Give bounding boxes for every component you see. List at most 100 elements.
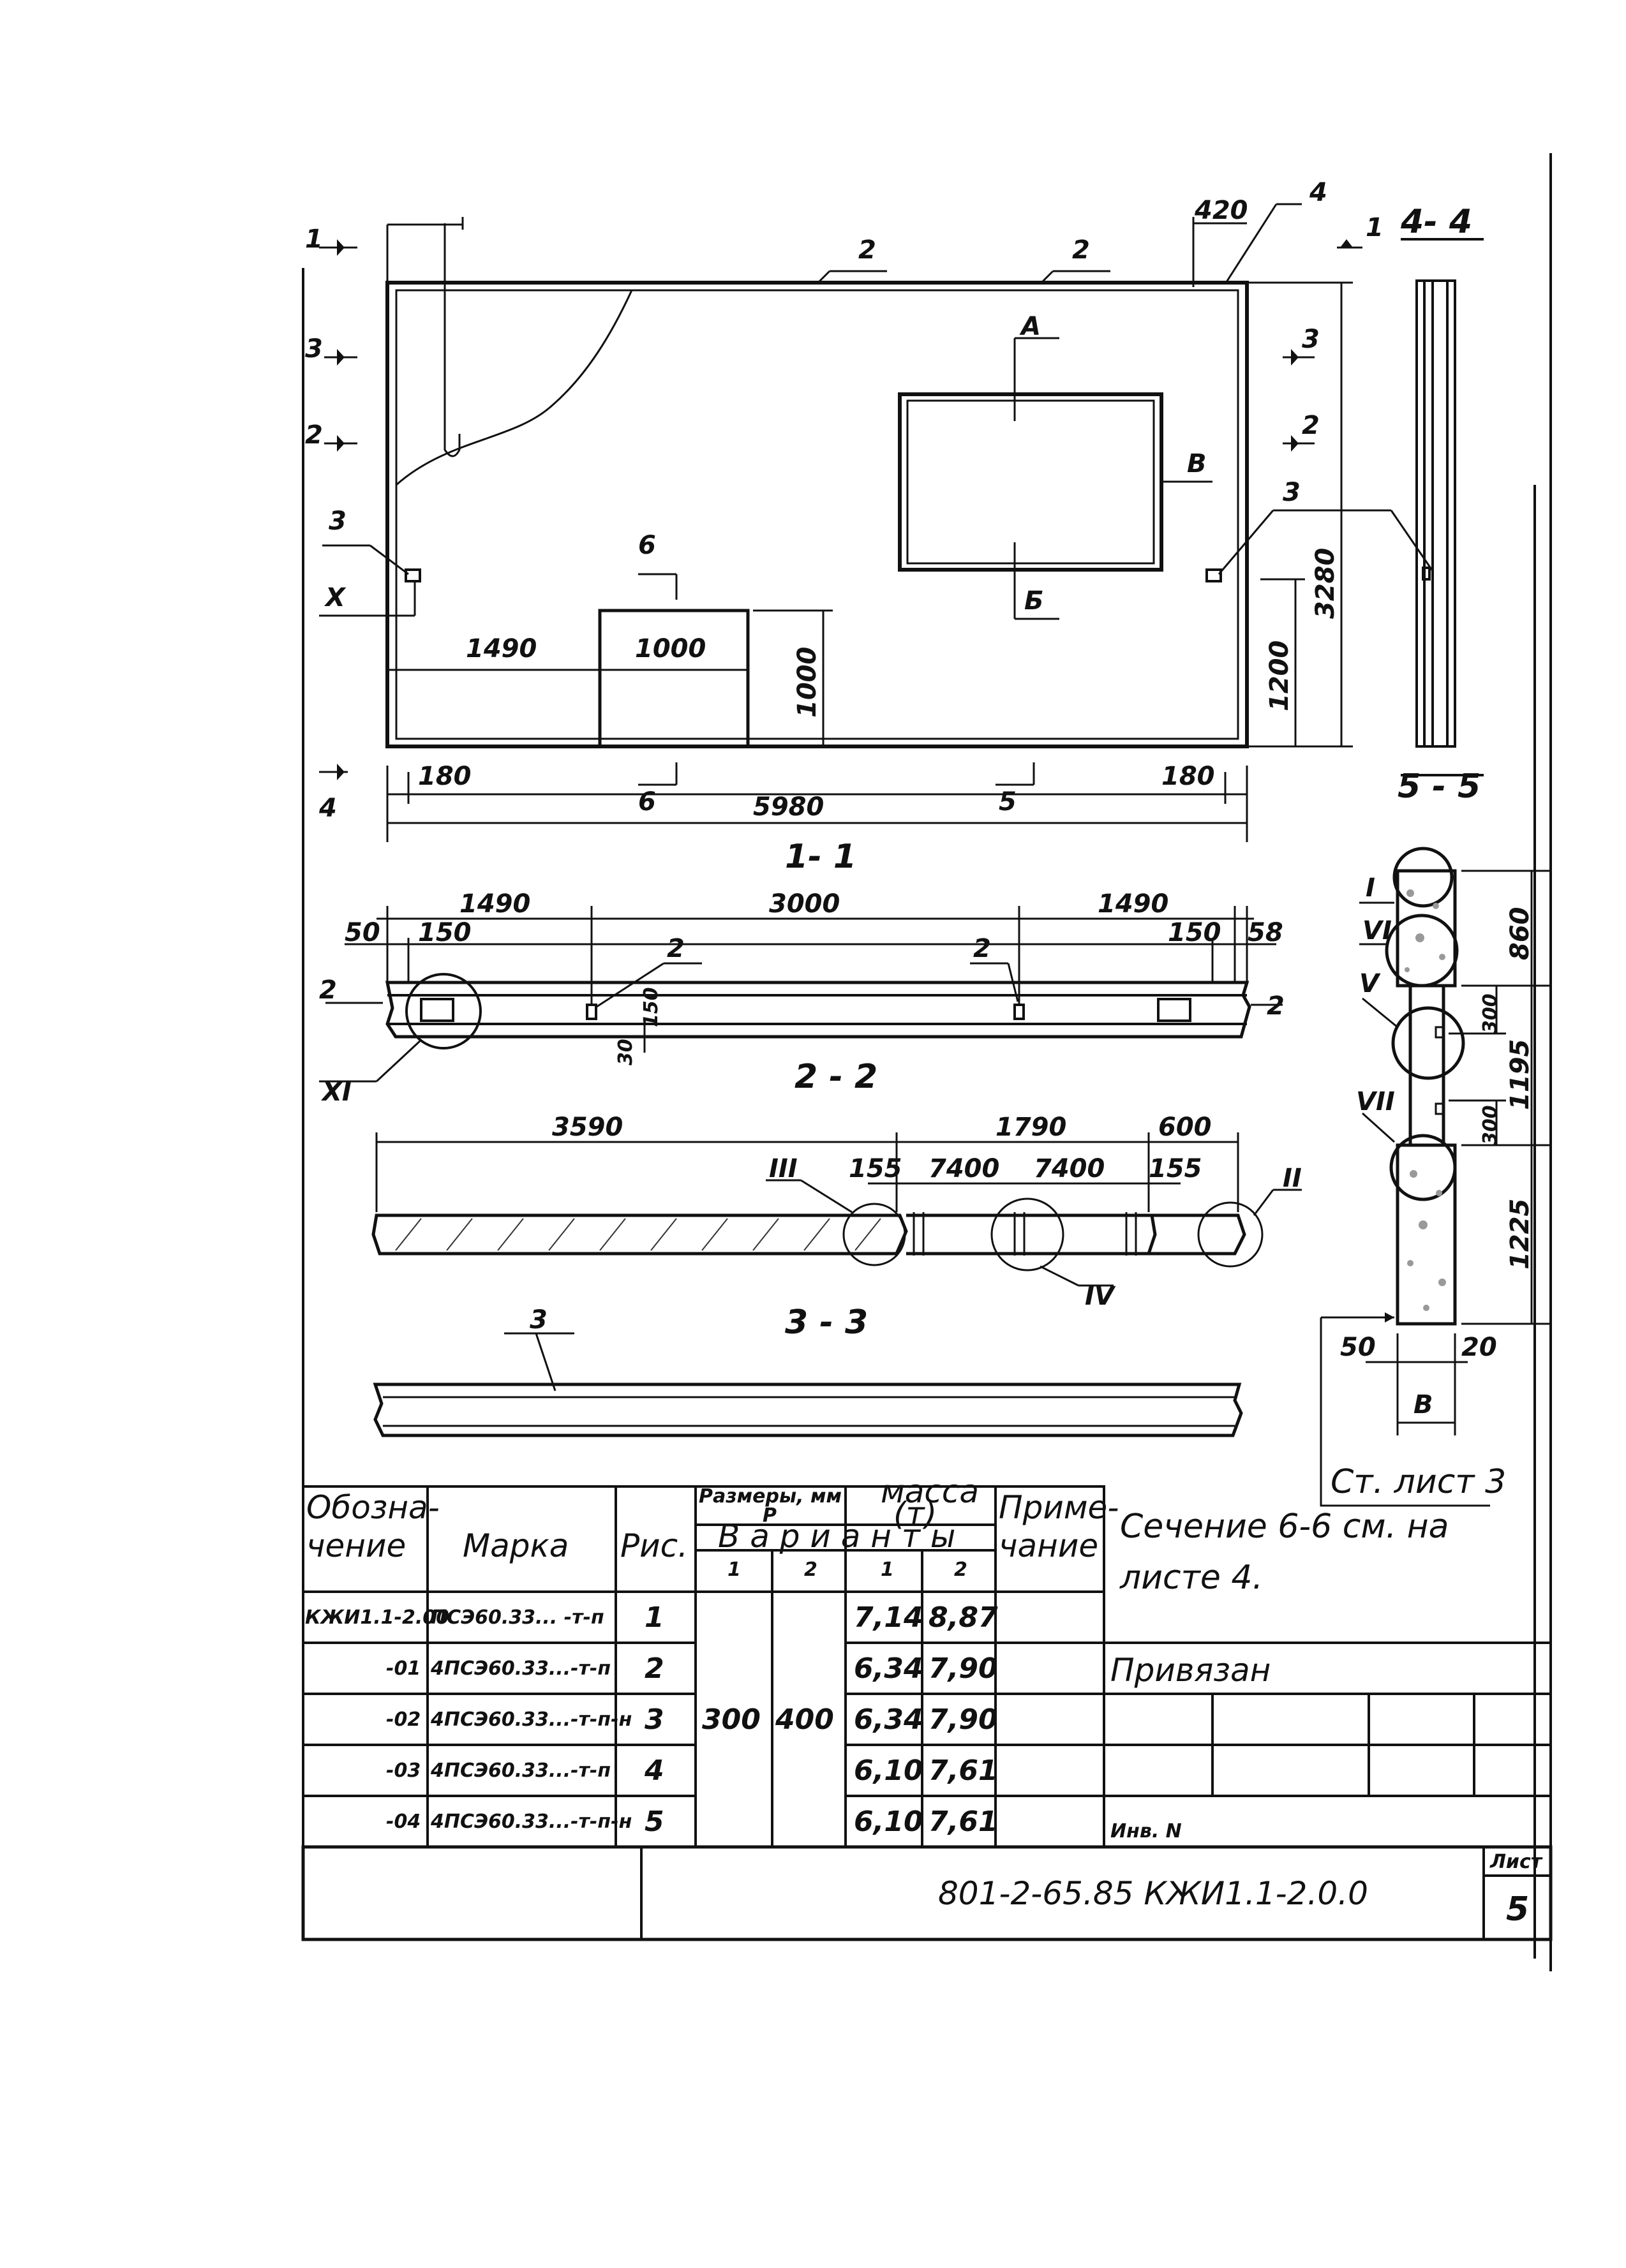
- col-dim-p-header: P: [763, 1504, 777, 1527]
- variant-1-mass: 1: [881, 1559, 894, 1581]
- sheet-frame: [302, 153, 1552, 1971]
- cut-3-marker: 3: [305, 334, 323, 364]
- inventory-number-label: Инв. N: [1110, 1820, 1182, 1842]
- point-b-label: Б: [1024, 586, 1044, 616]
- node-xi-label: XI: [320, 1078, 352, 1107]
- col-mark-header: Марка: [463, 1527, 569, 1564]
- spec-table: Обозна-чение Марка Рис. Размеры, мм P ма…: [302, 1473, 1119, 1848]
- node-ii-label: II: [1283, 1164, 1302, 1193]
- node-x-label: X: [324, 583, 347, 612]
- p-variant-1: 300: [702, 1703, 761, 1736]
- point-a-label: А: [1019, 312, 1041, 341]
- row-4-mass-1: 6,10: [854, 1754, 923, 1787]
- document-code: 801-2-65.85 КЖИ1.1-2.0.0: [938, 1875, 1368, 1912]
- dim-860: 860: [1505, 907, 1535, 961]
- dim-1195: 1195: [1505, 1039, 1535, 1110]
- cut-1-marker: 1: [305, 225, 323, 254]
- dim-1490: 1490: [466, 634, 537, 663]
- variant-2-mass: 2: [954, 1559, 967, 1581]
- view-5-5-title: 5 - 5: [1398, 767, 1481, 806]
- view-2-2-title: 2 - 2: [794, 1058, 877, 1096]
- cut-2-marker: 2: [305, 420, 323, 450]
- row-2-mass-2: 7,90: [929, 1652, 998, 1685]
- col-variants-header: В а р и а н т ы: [718, 1518, 955, 1555]
- part-2-label: 2: [1267, 991, 1285, 1021]
- part-2-label: 2: [858, 235, 876, 265]
- dim-1000-width: 1000: [635, 634, 706, 663]
- row-5-fig: 5: [645, 1805, 664, 1838]
- row-5-mark: 4ПСЭ60.33...-т-п-н: [430, 1811, 632, 1833]
- dim-150-left: 150: [418, 918, 472, 947]
- view-5-5: 5 - 5: [1320, 767, 1551, 1507]
- concrete-hatching: [395, 1218, 881, 1251]
- dim-7400-right: 7400: [1034, 1154, 1105, 1183]
- col-fig-header: Рис.: [620, 1527, 688, 1564]
- row-1-fig: 1: [645, 1601, 664, 1634]
- cut-6-marker: 6: [638, 787, 656, 817]
- row-2-fig: 2: [645, 1652, 664, 1685]
- row-1-mass-1: 7,14: [854, 1601, 923, 1634]
- view-3-3-title: 3 - 3: [785, 1303, 868, 1342]
- dim-3000: 3000: [769, 889, 840, 919]
- dim-1490-right: 1490: [1098, 889, 1168, 919]
- part-4-label: 4: [1309, 178, 1327, 207]
- dim-3590: 3590: [552, 1113, 623, 1142]
- title-block: Привязан Инв. N 801-2-65.85 КЖИ1.1-2.0.0…: [301, 1642, 1553, 1941]
- dim-5980: 5980: [753, 792, 824, 822]
- row-3-mark: 4ПСЭ60.33...-т-п-н: [430, 1708, 632, 1731]
- row-2-designation: -01: [386, 1657, 421, 1680]
- row-1-designation: КЖИ1.1-2.00: [305, 1606, 449, 1629]
- col-mass-unit: (т): [893, 1495, 937, 1532]
- row-5-mass-2: 7,61: [929, 1805, 998, 1838]
- row-4-designation: -03: [386, 1760, 421, 1782]
- dim-50: 50: [1340, 1333, 1376, 1362]
- row-4-mark: 4ПСЭ60.33...-т-п: [430, 1760, 611, 1782]
- view-4-4-title: 4- 4: [1400, 203, 1472, 241]
- cut-3-marker: 3: [1302, 325, 1320, 354]
- dim-155-right: 155: [1149, 1154, 1202, 1183]
- dim-150-right: 150: [1168, 918, 1221, 947]
- row-2-mark: 4ПСЭ60.33...-т-п: [430, 1657, 611, 1680]
- dim-30: 30: [615, 1039, 637, 1065]
- dim-1200: 1200: [1265, 641, 1294, 711]
- node-vii-label: VII: [1356, 1087, 1395, 1116]
- view-1-1-title: 1- 1: [785, 838, 856, 876]
- dim-420: 420: [1194, 196, 1248, 225]
- dim-20: 20: [1461, 1333, 1497, 1362]
- part-2-label: 2: [667, 934, 685, 963]
- node-i-label: I: [1366, 873, 1375, 903]
- view-3-3: 3 - 3 III II IV 3590 1790 600 155 7400 7…: [371, 1113, 1302, 1437]
- cut-1-marker: 1: [1366, 213, 1384, 242]
- sheet-number: 5: [1506, 1890, 1529, 1929]
- row-3-mass-1: 6,34: [854, 1703, 923, 1736]
- row-5-mass-1: 6,10: [854, 1805, 923, 1838]
- p-variant-2: 400: [775, 1703, 834, 1736]
- dim-1790: 1790: [996, 1113, 1066, 1142]
- part-2-label: 2: [319, 975, 337, 1005]
- dim-300-lower: 300: [1479, 1105, 1502, 1145]
- cut-6-marker: 6: [638, 531, 656, 560]
- dim-600: 600: [1158, 1113, 1212, 1142]
- concrete-fill: [1405, 889, 1446, 1311]
- node-iv-label: IV: [1085, 1282, 1116, 1311]
- dim-155-left: 155: [849, 1154, 902, 1183]
- row-4-fig: 4: [644, 1754, 664, 1787]
- node-v-label: V: [1359, 969, 1381, 998]
- row-5-designation: -04: [386, 1811, 421, 1833]
- linked-label: Привязан: [1110, 1652, 1271, 1689]
- node-iii-label: III: [769, 1154, 798, 1183]
- dim-58: 58: [1248, 918, 1283, 947]
- dim-150-vertical: 150: [640, 987, 662, 1027]
- point-v-label: В: [1187, 449, 1207, 478]
- section-6-6-note-cont: листе 4.: [1119, 1559, 1263, 1597]
- row-1-mass-2: 8,87: [929, 1601, 998, 1634]
- dim-7400-left: 7400: [929, 1154, 999, 1183]
- cut-5-marker: 5: [999, 787, 1017, 817]
- row-3-mass-2: 7,90: [929, 1703, 998, 1736]
- dim-3280: 3280: [1311, 548, 1340, 619]
- part-2-label: 2: [973, 934, 991, 963]
- dim-180-right: 180: [1161, 762, 1215, 791]
- col-mass-header: масса: [881, 1473, 979, 1510]
- dim-b: В: [1413, 1390, 1433, 1419]
